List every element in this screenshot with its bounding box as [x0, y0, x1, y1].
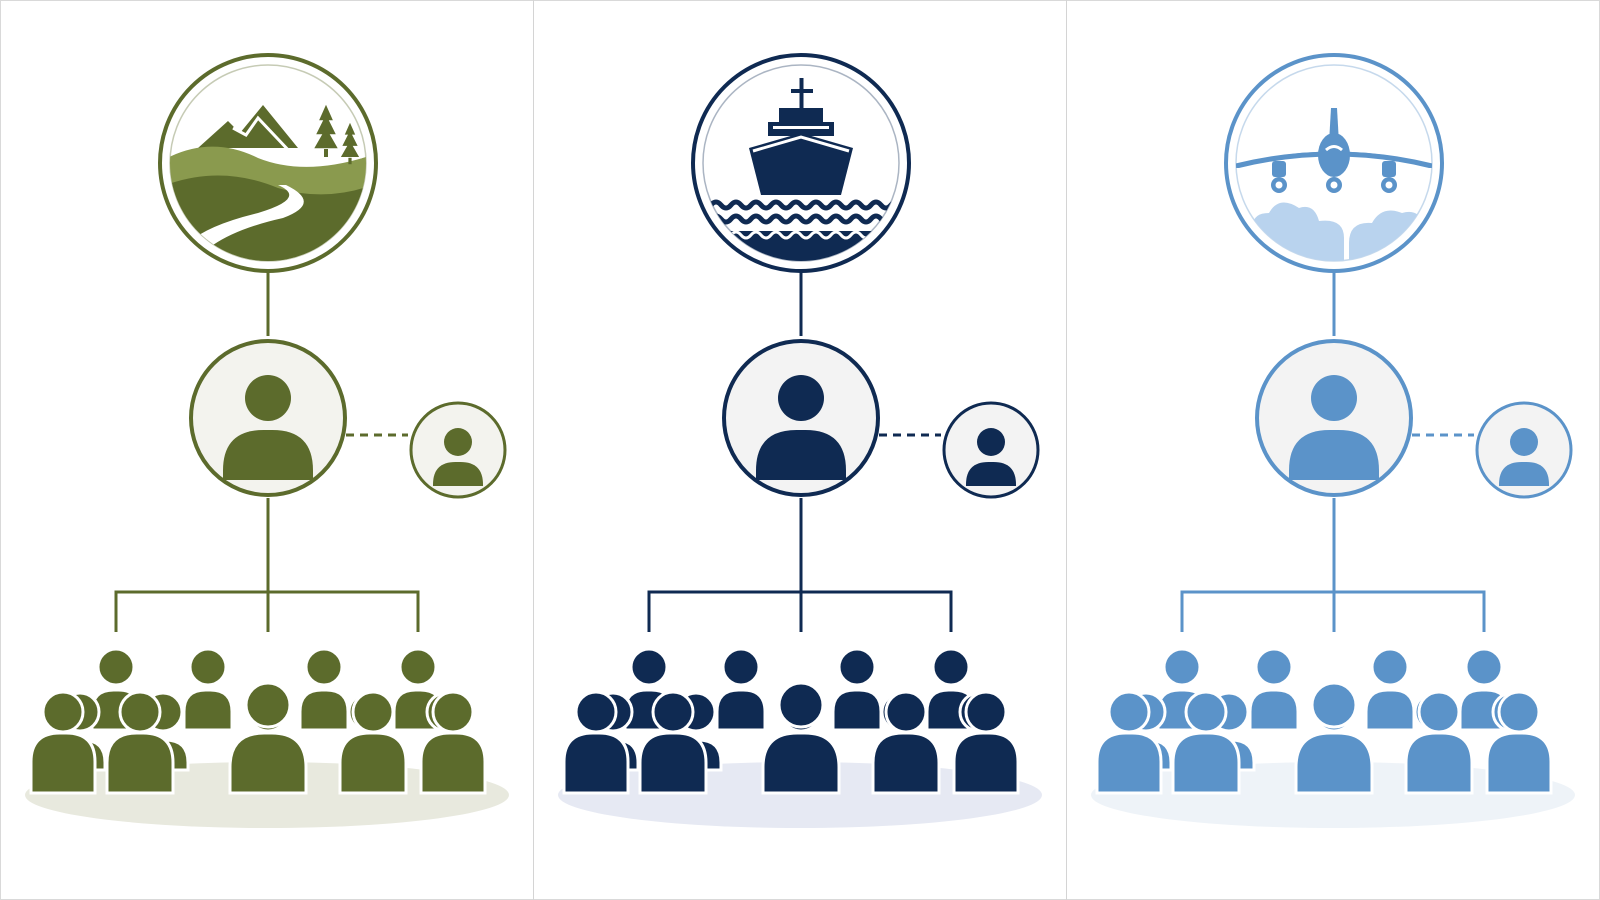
person-head: [431, 690, 475, 734]
person-icon: [756, 375, 846, 480]
person-head: [964, 690, 1008, 734]
group-icon: [562, 647, 1020, 795]
connector-lines: [1180, 268, 1486, 632]
person-head: [1417, 690, 1461, 734]
person-head: [351, 690, 395, 734]
person-icon: [715, 647, 767, 732]
person-head: [574, 690, 618, 734]
person-head: [244, 681, 292, 729]
group-icon: [29, 647, 487, 795]
person-icon: [966, 428, 1016, 486]
person-head: [884, 690, 928, 734]
person-head: [1107, 690, 1151, 734]
connector-lines: [114, 268, 420, 632]
person-icon: [831, 647, 883, 732]
person-head: [118, 690, 162, 734]
panel-air: [1091, 53, 1575, 828]
person-icon: [223, 375, 313, 480]
person-head: [1497, 690, 1541, 734]
panel-land: [25, 53, 509, 828]
person-head: [1184, 690, 1228, 734]
person-icon: [433, 428, 483, 486]
person-icon: [90, 647, 142, 732]
person-head: [777, 681, 825, 729]
connector-lines: [647, 268, 953, 632]
person-icon: [1364, 647, 1416, 732]
group-icon: [1095, 647, 1553, 795]
person-icon: [1499, 428, 1549, 486]
person-head: [41, 690, 85, 734]
panel-sea: [558, 53, 1042, 828]
person-head: [651, 690, 695, 734]
person-icon: [298, 647, 350, 732]
person-icon: [182, 647, 234, 732]
person-icon: [1289, 375, 1379, 480]
person-icon: [1248, 647, 1300, 732]
person-head: [1310, 681, 1358, 729]
